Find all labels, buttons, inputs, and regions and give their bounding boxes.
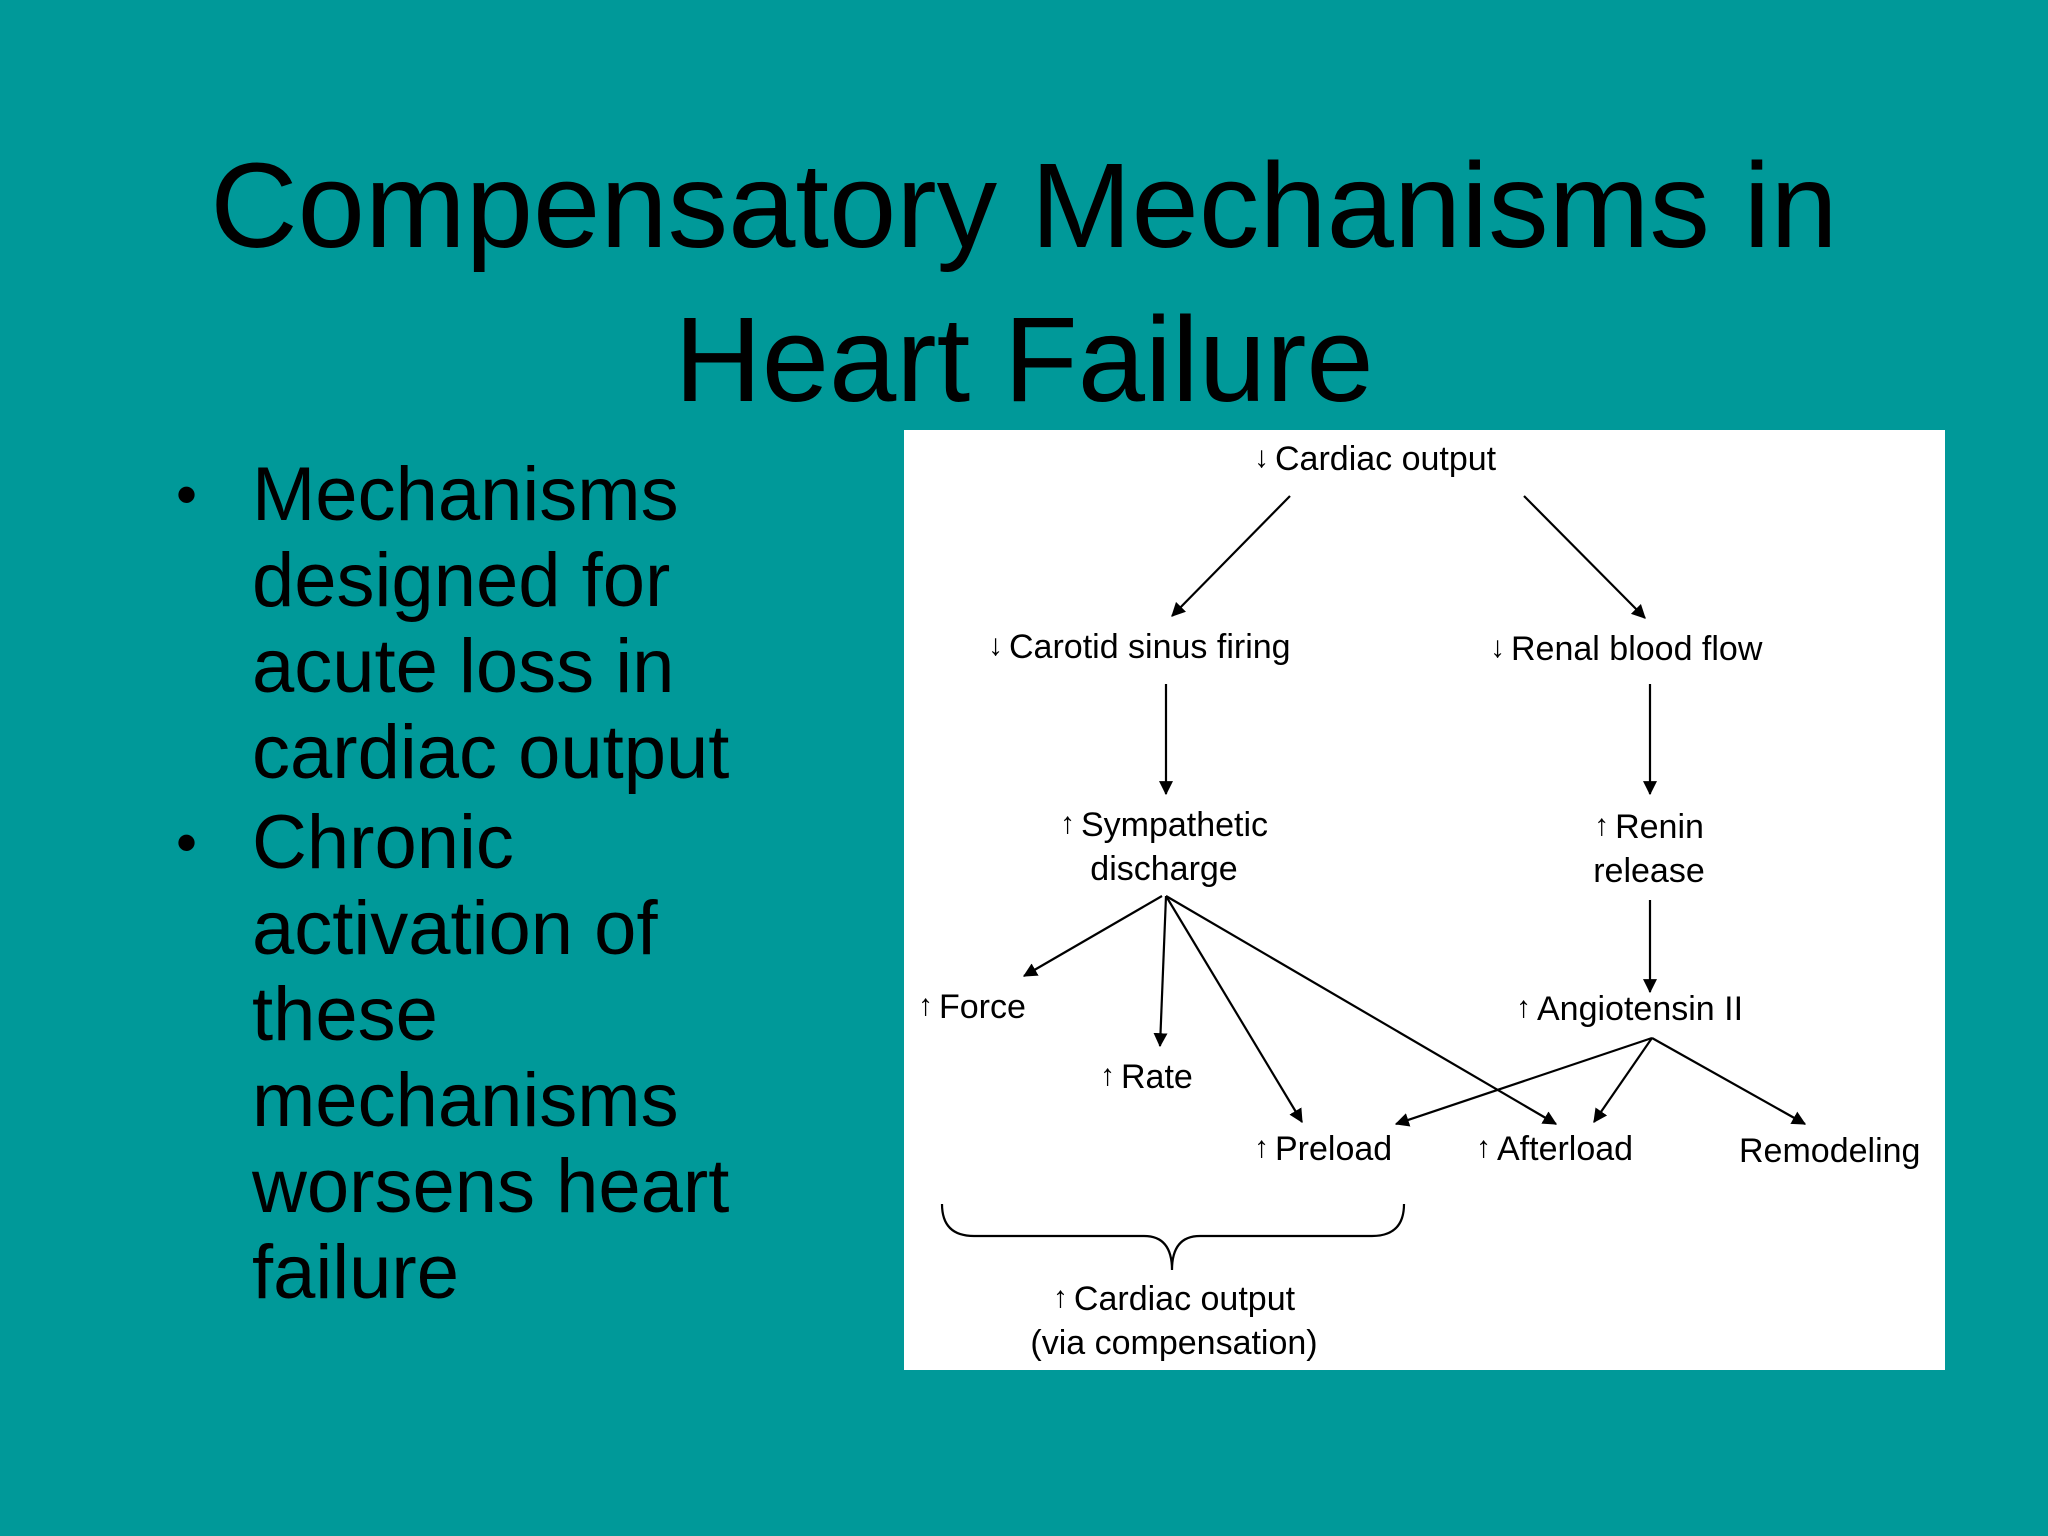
- node-label: Cardiac output: [1275, 440, 1497, 478]
- node-label: Cardiac output: [1073, 1280, 1296, 1318]
- arrow-angiotensin-to-remodeling: [1651, 1037, 1807, 1125]
- node-label: Renal blood flow: [1511, 630, 1763, 668]
- title-line-1: Compensatory Mechanisms in: [210, 137, 1838, 273]
- up-arrow-icon: ↑: [1059, 807, 1075, 840]
- bullet-text: Mechanisms designed for acute loss in ca…: [252, 452, 730, 795]
- node-label-line2: release: [1593, 852, 1705, 890]
- node-preload: ↑Preload: [1254, 1128, 1392, 1172]
- node-carotid-sinus: ↓Carotid sinus firing: [988, 626, 1291, 670]
- up-arrow-icon: ↑: [918, 989, 933, 1022]
- arrow-sympathetic-to-afterload: [1165, 895, 1558, 1125]
- arrow-sympathetic-to-rate: [1153, 895, 1168, 1048]
- up-arrow-icon: ↑: [1254, 1131, 1269, 1164]
- bullet-marker: •: [176, 461, 198, 528]
- node-label-line2: discharge: [1090, 850, 1238, 888]
- node-renin-release: ↑Renin release: [1564, 806, 1734, 892]
- bullet-list: • Mechanisms designed for acute loss in …: [170, 452, 810, 1320]
- arrow-sympathetic-to-preload: [1165, 895, 1303, 1123]
- node-afterload: ↑Afterload: [1476, 1128, 1633, 1172]
- title-line-2: Heart Failure: [674, 291, 1374, 427]
- arrow-angiotensin-to-preload: [1394, 1036, 1653, 1127]
- node-label: Sympathetic: [1080, 806, 1269, 844]
- node-label: Renin: [1615, 808, 1704, 846]
- down-arrow-icon: ↓: [988, 629, 1003, 662]
- node-label: Carotid sinus firing: [1009, 628, 1291, 666]
- up-arrow-icon: ↑: [1516, 991, 1531, 1024]
- node-force: ↑Force: [918, 986, 1026, 1030]
- up-arrow-icon: ↑: [1052, 1281, 1068, 1314]
- node-label: Remodeling: [1739, 1132, 1921, 1170]
- node-rate: ↑Rate: [1100, 1056, 1193, 1100]
- node-cardiac-output-increase: ↑Cardiac output (via compensation): [1004, 1278, 1344, 1364]
- up-arrow-icon: ↑: [1100, 1059, 1115, 1092]
- node-label: Rate: [1121, 1058, 1193, 1096]
- arrow-output-to-renal: [1523, 495, 1646, 619]
- slide-title: Compensatory Mechanisms in Heart Failure: [0, 128, 2048, 436]
- arrow-angiotensin-to-afterload: [1593, 1037, 1653, 1123]
- bullet-marker: •: [176, 809, 198, 876]
- node-renal-blood-flow: ↓Renal blood flow: [1490, 628, 1762, 672]
- bullet-text: Chronic activation of these mechanisms w…: [252, 800, 730, 1315]
- node-label: Afterload: [1497, 1130, 1634, 1168]
- down-arrow-icon: ↓: [1490, 631, 1505, 664]
- curly-brace: [940, 1203, 1406, 1271]
- node-angiotensin-ii: ↑Angiotensin II: [1516, 988, 1743, 1032]
- up-arrow-icon: ↑: [1594, 809, 1610, 842]
- node-label: Force: [939, 988, 1026, 1026]
- node-label-line2: (via compensation): [1030, 1324, 1318, 1362]
- arrow-sympathetic-to-force: [1022, 895, 1163, 977]
- node-remodeling: Remodeling: [1739, 1130, 1920, 1172]
- diagram-connectors: [940, 495, 1807, 1271]
- flow-diagram: ↓Cardiac output ↓Carotid sinus firing ↓R…: [904, 430, 1945, 1370]
- up-arrow-icon: ↑: [1476, 1131, 1491, 1164]
- bullet-item: • Mechanisms designed for acute loss in …: [170, 452, 810, 796]
- node-label: Angiotensin II: [1537, 990, 1744, 1028]
- arrow-output-to-carotid: [1171, 495, 1291, 617]
- node-label: Preload: [1275, 1130, 1393, 1168]
- node-sympathetic-discharge: ↑Sympathetic discharge: [1034, 804, 1294, 890]
- down-arrow-icon: ↓: [1254, 441, 1269, 474]
- node-cardiac-output-decrease: ↓Cardiac output: [1254, 438, 1496, 482]
- bullet-item: • Chronic activation of these mechanisms…: [170, 800, 810, 1316]
